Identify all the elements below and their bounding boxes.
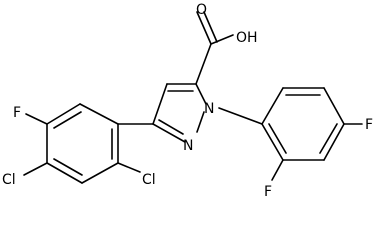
bond bbox=[25, 113, 48, 125]
bond bbox=[218, 107, 263, 125]
atom-label-cl-left: Cl bbox=[2, 172, 16, 188]
bond bbox=[195, 83, 207, 105]
bond bbox=[46, 162, 83, 184]
bond bbox=[158, 119, 184, 135]
bond bbox=[117, 162, 141, 173]
bond bbox=[319, 123, 338, 154]
bond bbox=[81, 162, 119, 184]
bond bbox=[53, 158, 83, 176]
difluorophenyl-ring bbox=[218, 87, 363, 181]
atom-label-n1: N bbox=[204, 101, 214, 117]
bond bbox=[196, 111, 205, 133]
atom-label-f-left: F bbox=[13, 105, 21, 121]
bond bbox=[268, 123, 287, 154]
atom-label-cl-right: Cl bbox=[142, 172, 156, 188]
bond bbox=[79, 103, 119, 125]
bond bbox=[53, 111, 82, 129]
atom-label-n2: N bbox=[183, 138, 193, 154]
bond bbox=[261, 123, 284, 161]
dichlorofluorophenyl-ring bbox=[23, 103, 154, 184]
bond bbox=[196, 11, 212, 45]
chemical-structure: OH O N N F Cl Cl F F bbox=[2, 2, 373, 200]
bond bbox=[152, 123, 186, 143]
pyrazole-ring bbox=[152, 83, 207, 143]
bond bbox=[323, 87, 345, 125]
bond bbox=[271, 159, 284, 181]
carboxylic-acid-group bbox=[195, 11, 234, 85]
bond bbox=[210, 34, 234, 45]
bond bbox=[195, 43, 212, 85]
bond bbox=[323, 123, 345, 161]
bond bbox=[203, 11, 218, 43]
bond bbox=[152, 83, 168, 125]
atom-label-o: O bbox=[196, 2, 207, 18]
bond bbox=[261, 87, 284, 125]
atom-label-f-para: F bbox=[365, 117, 373, 133]
atom-label-oh: OH bbox=[236, 30, 258, 46]
bond bbox=[46, 103, 81, 125]
bond bbox=[23, 162, 48, 176]
atom-label-f-ortho: F bbox=[264, 184, 272, 200]
